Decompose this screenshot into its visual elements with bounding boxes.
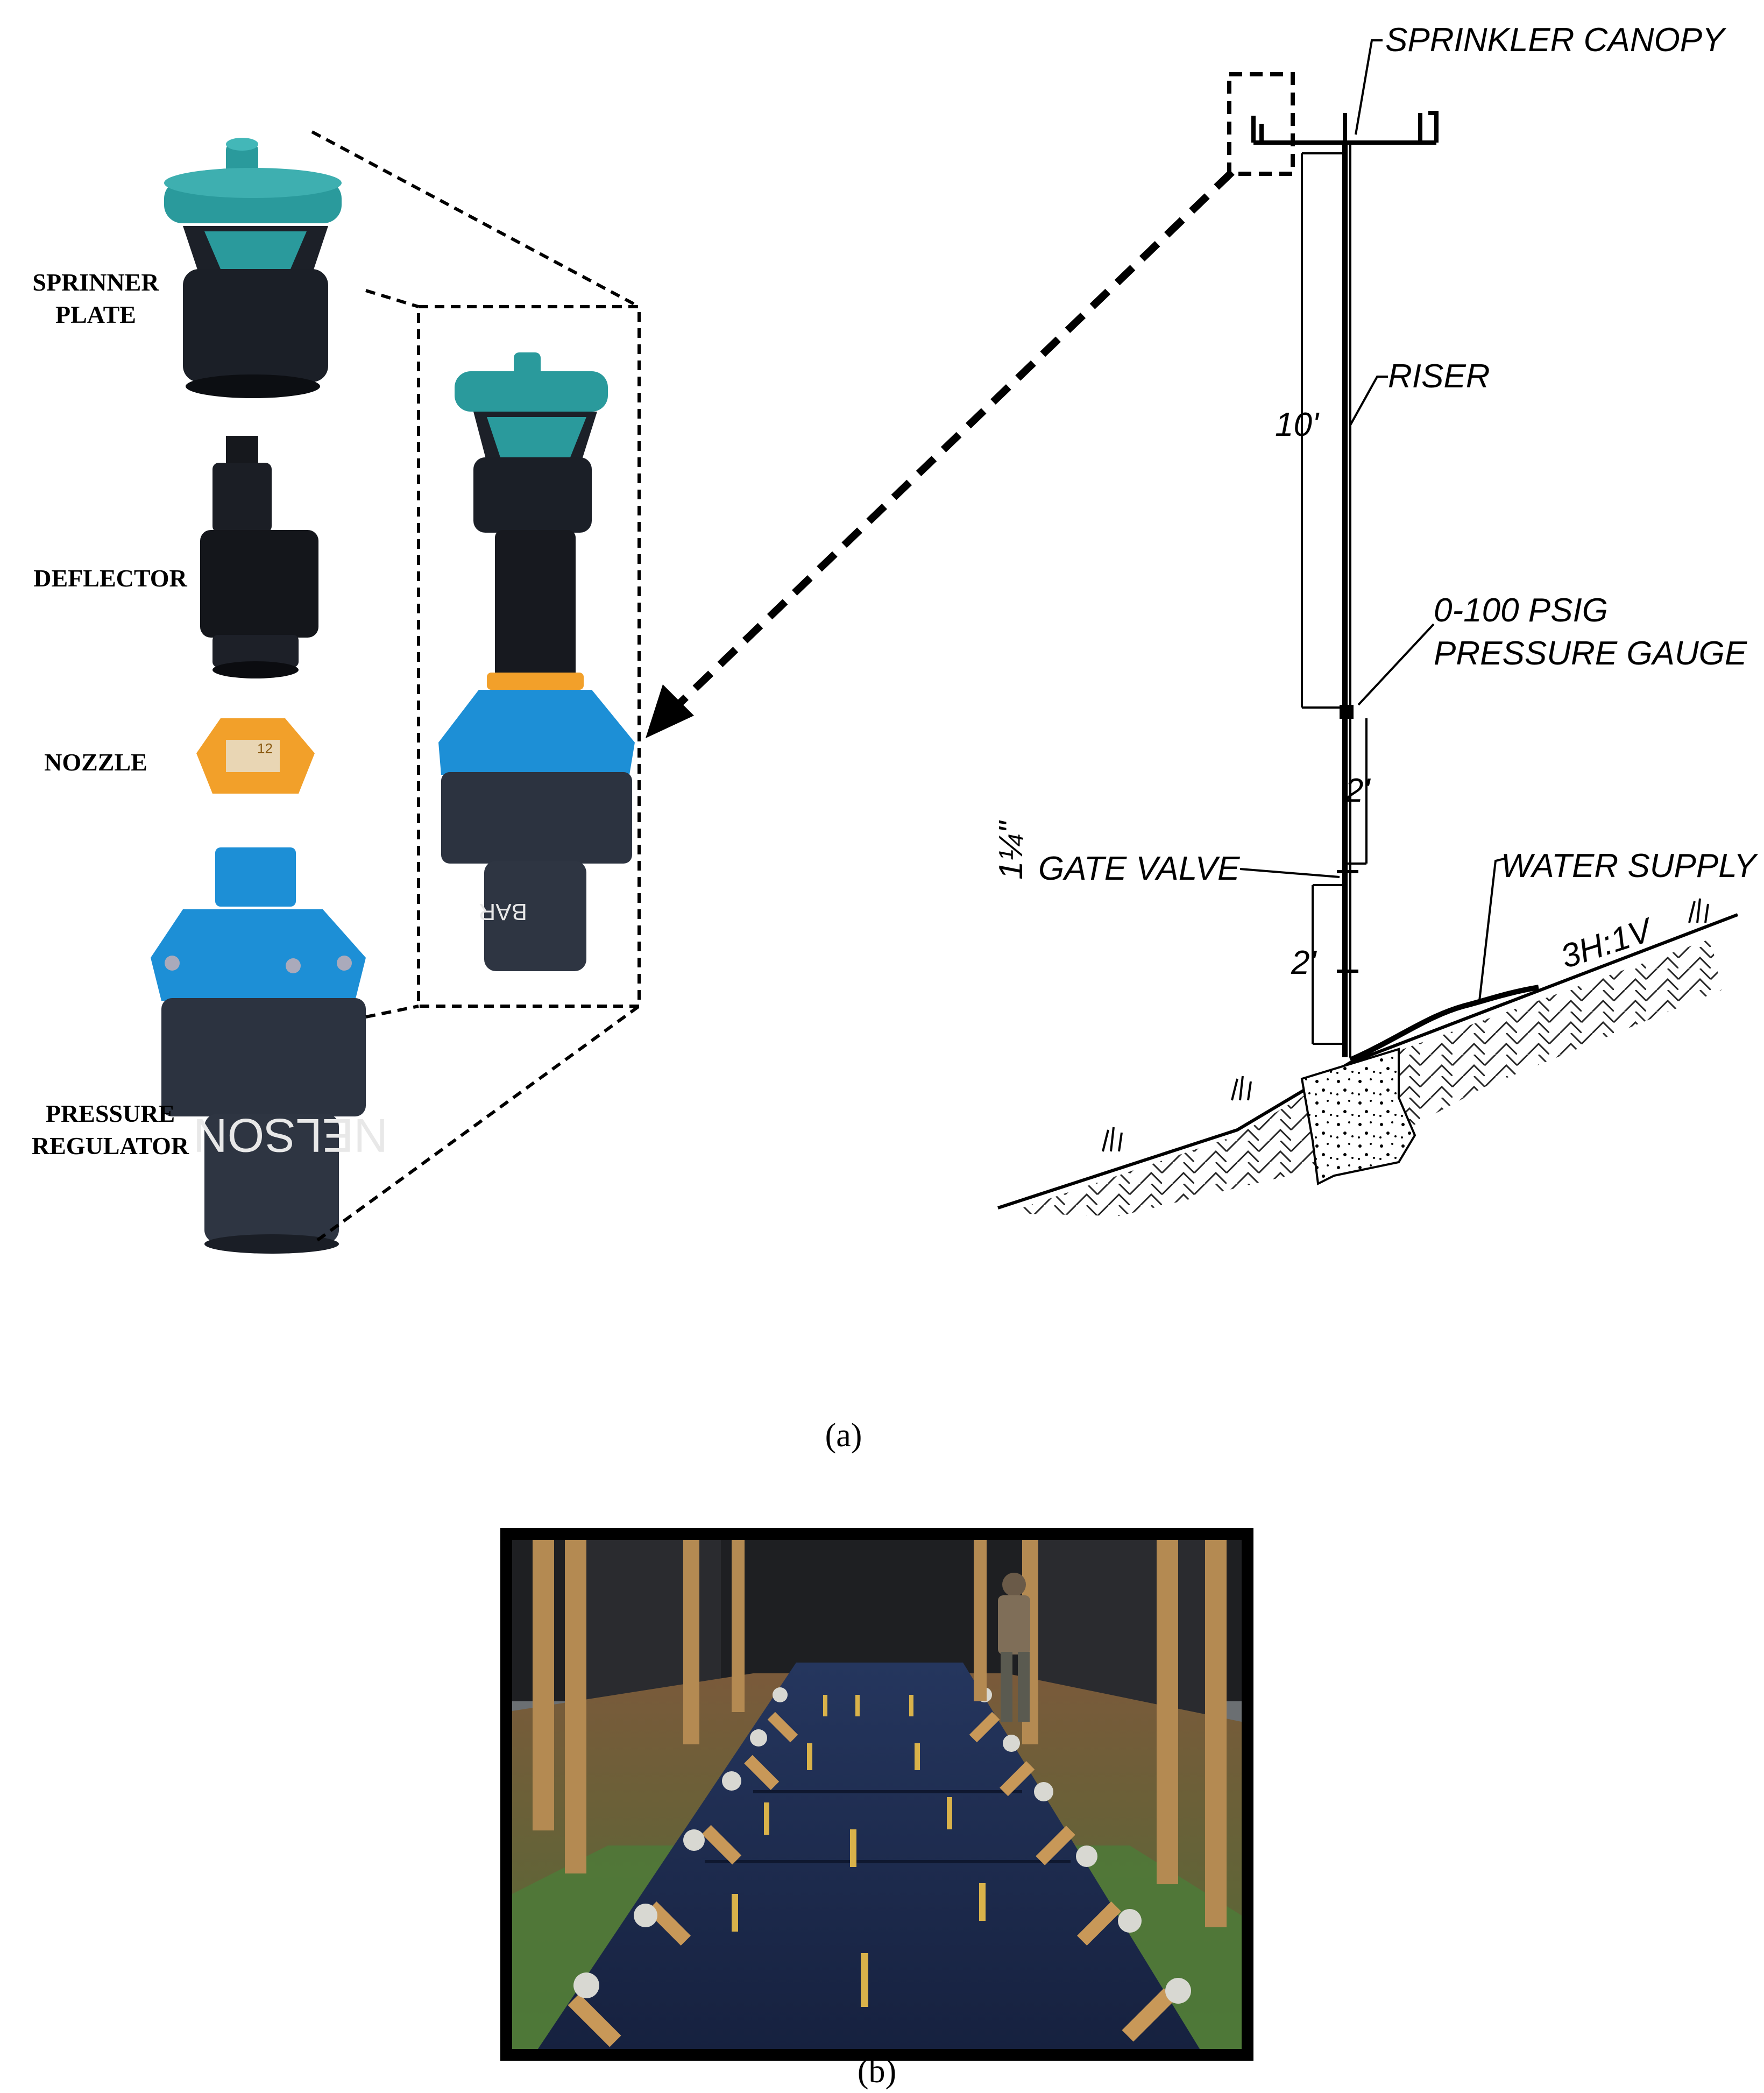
riser-label: RISER bbox=[1388, 358, 1490, 395]
tarp bbox=[538, 1663, 1200, 2049]
sprinkler-canopy-label: SPRINKLER CANOPY bbox=[1385, 22, 1727, 59]
deflector-photo bbox=[200, 436, 318, 678]
gauge-label-line2: PRESSURE GAUGE bbox=[1434, 635, 1747, 672]
field-worker bbox=[998, 1573, 1030, 1722]
water-supply-label: WATER SUPPLY bbox=[1501, 847, 1759, 885]
deflector-label: DEFLECTOR bbox=[33, 564, 187, 592]
nozzle-size-text: 12 bbox=[257, 740, 273, 756]
valve-ground-height-label: 2' bbox=[1291, 944, 1317, 981]
zoom-arrow bbox=[646, 169, 1235, 738]
gate-valve-label: GATE VALVE bbox=[1038, 850, 1240, 887]
nozzle-label: NOZZLE bbox=[44, 748, 147, 776]
gate-valve-size-label: 1¼" bbox=[993, 820, 1030, 880]
assembly-zoom-box bbox=[311, 130, 641, 1242]
assembled-sprinkler-photo: BAR bbox=[438, 352, 635, 971]
assembled-bar-text: BAR bbox=[479, 899, 527, 925]
pressure-regulator-label-line1: PRESSURE bbox=[46, 1100, 175, 1127]
caption-a: (a) bbox=[825, 1417, 862, 1454]
caption-b: (b) bbox=[858, 2053, 896, 2090]
parts-panel: SPRINNER PLATE DEFLECTOR 12 NOZZLE bbox=[32, 138, 388, 1254]
field-test-photo bbox=[500, 1528, 1253, 2061]
gauge-valve-height-label: 2' bbox=[1344, 772, 1371, 809]
regulator-brand-text: NELSON bbox=[193, 1109, 388, 1162]
pressure-regulator-label-line2: REGULATOR bbox=[32, 1132, 189, 1159]
sprinkler-plate-photo bbox=[164, 138, 342, 398]
sprinkler-plate-label-line2: PLATE bbox=[55, 301, 136, 328]
sprinkler-canopy-icon bbox=[1251, 111, 1439, 145]
sprinkler-plate-label-line1: SPRINNER bbox=[32, 268, 159, 296]
riser-height-label: 10' bbox=[1275, 406, 1320, 443]
nozzle-photo: 12 bbox=[196, 718, 315, 794]
riser-schematic: SPRINKLER CANOPY RISER 10' 0-100 PSIG PR… bbox=[993, 22, 1759, 1216]
gauge-label-line1: 0-100 PSIG bbox=[1434, 592, 1608, 629]
canopy-detail-box bbox=[1227, 72, 1295, 176]
pressure-regulator-photo: NELSON bbox=[151, 847, 388, 1254]
